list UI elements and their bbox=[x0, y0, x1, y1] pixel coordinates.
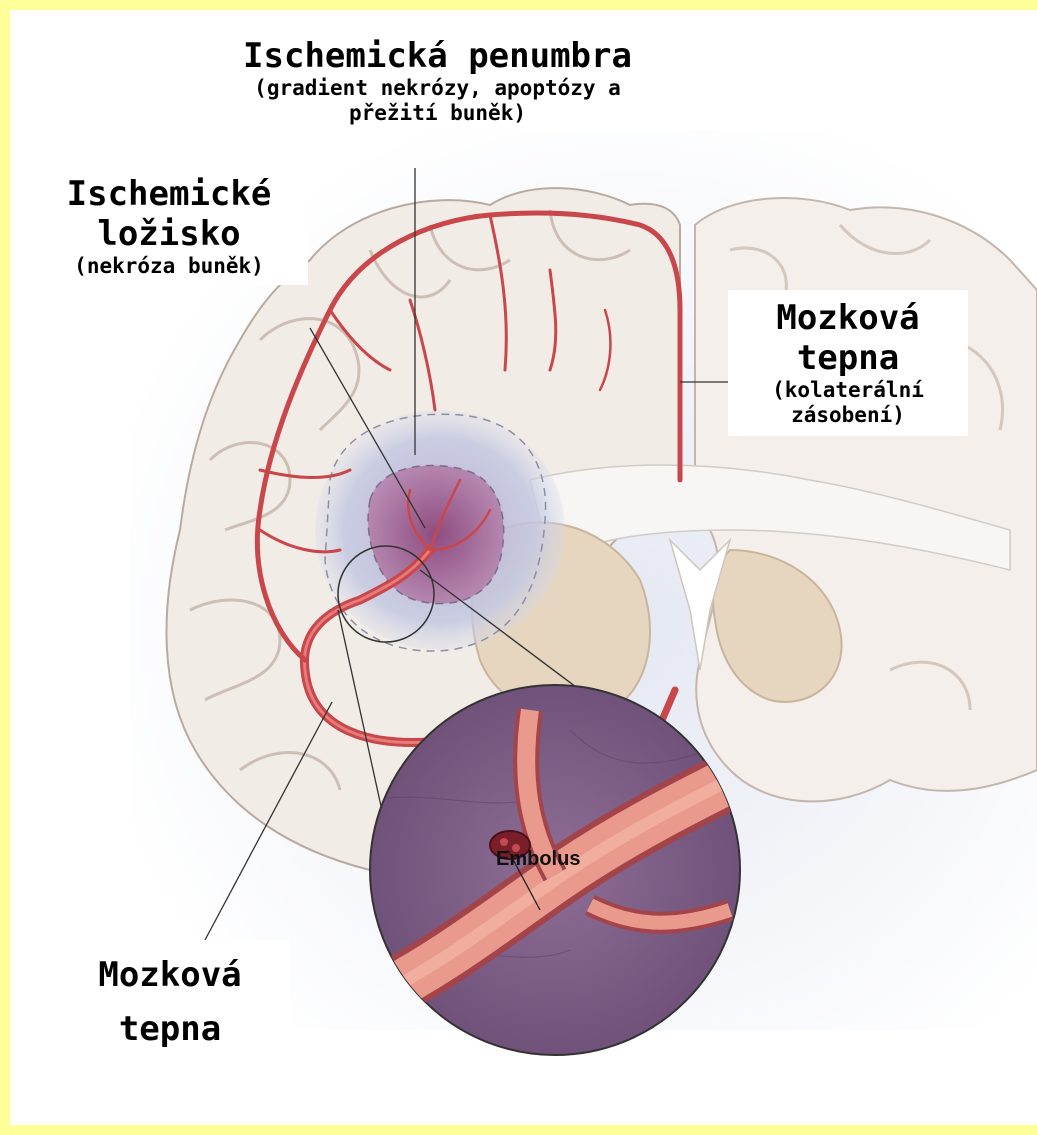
label-cerebral-artery-right: Mozková tepna (kolaterální zásobení) bbox=[728, 290, 968, 436]
artery-right-desc-line2: zásobení) bbox=[728, 403, 968, 428]
diagram-frame: Ischemická penumbra (gradient nekrózy, a… bbox=[10, 10, 1037, 1125]
artery-left-line1: Mozková bbox=[50, 948, 290, 1002]
label-ischemic-penumbra: Ischemická penumbra (gradient nekrózy, a… bbox=[185, 32, 690, 132]
focus-title-line2: ložisko bbox=[30, 214, 308, 254]
embolus-label: Embolus bbox=[496, 848, 580, 871]
artery-right-desc-line1: (kolaterální bbox=[728, 378, 968, 403]
artery-right-line1: Mozková bbox=[728, 298, 968, 338]
focus-title-line1: Ischemické bbox=[30, 174, 308, 214]
label-cerebral-artery-left: Mozková tepna bbox=[50, 940, 290, 1065]
focus-desc: (nekróza buněk) bbox=[30, 254, 308, 279]
penumbra-desc-line1: (gradient nekrózy, apoptózy a bbox=[185, 76, 690, 101]
penumbra-desc-line2: přežití buněk) bbox=[185, 101, 690, 126]
artery-left-line2: tepna bbox=[50, 1002, 290, 1056]
artery-right-line2: tepna bbox=[728, 338, 968, 378]
penumbra-title: Ischemická penumbra bbox=[185, 36, 690, 76]
label-ischemic-focus: Ischemické ložisko (nekróza buněk) bbox=[30, 170, 308, 285]
